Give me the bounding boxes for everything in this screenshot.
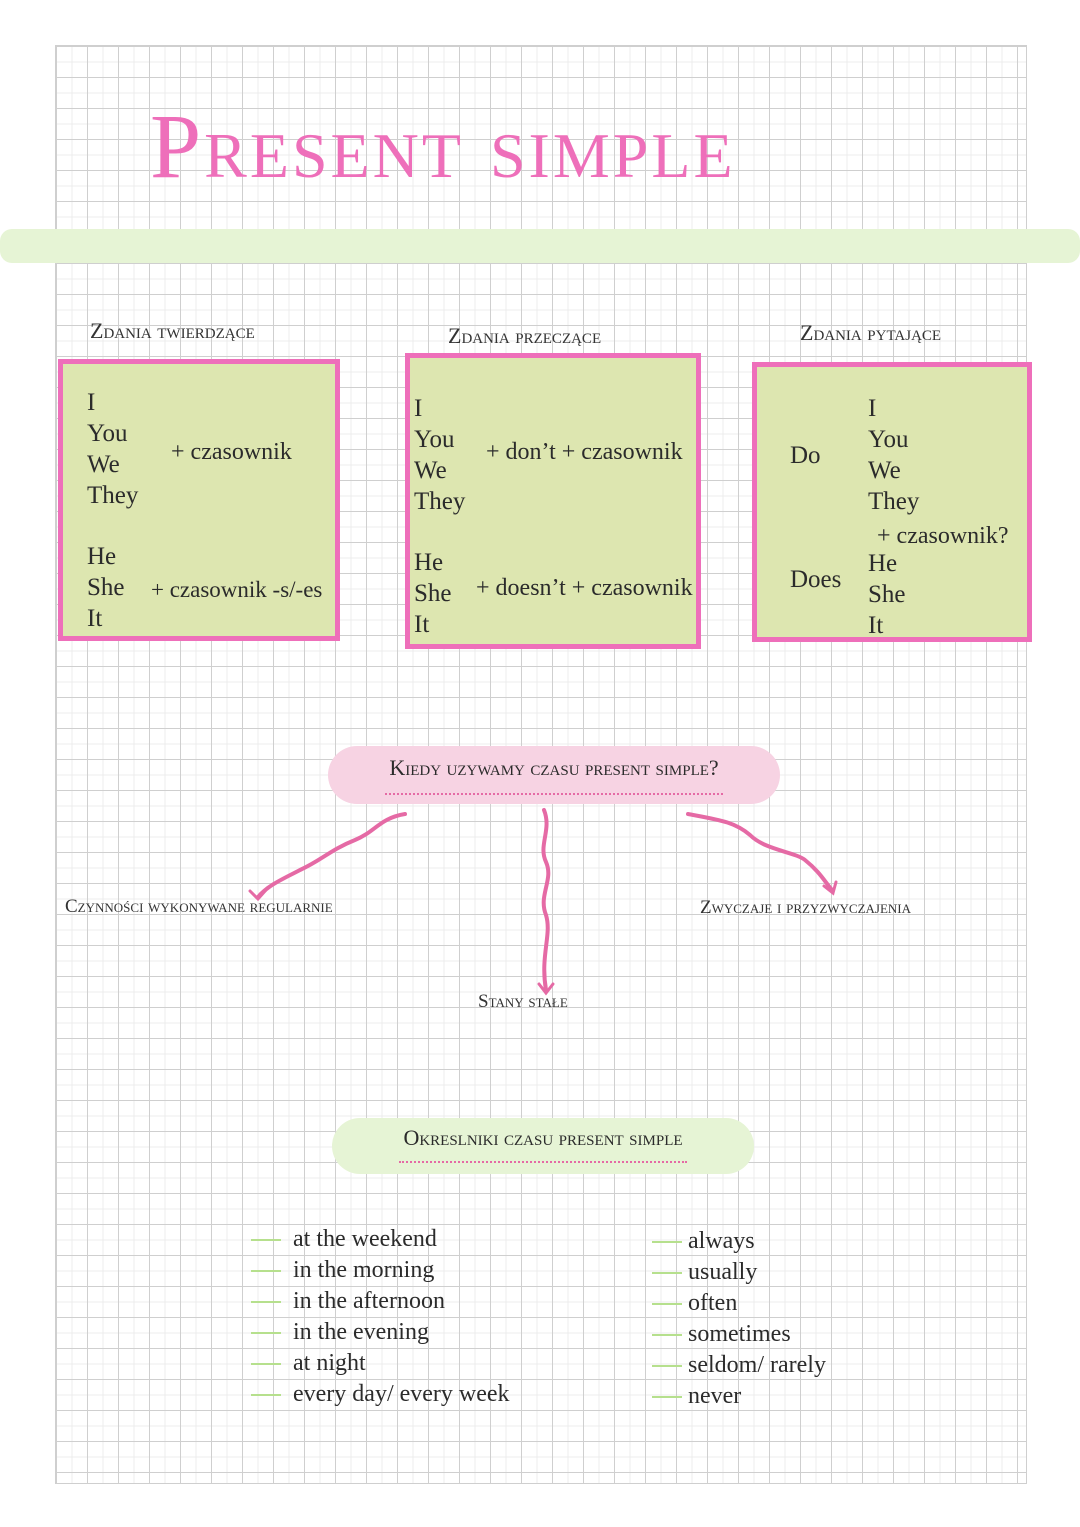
bullet-dash: [251, 1238, 281, 1241]
pronoun: I: [414, 395, 423, 422]
pronoun: It: [87, 605, 103, 632]
list-item: in the morning: [251, 1255, 510, 1286]
bullet-dash: [251, 1300, 281, 1303]
list-item: at night: [251, 1348, 510, 1379]
pronoun: They: [87, 482, 139, 509]
pronoun: You: [414, 426, 455, 453]
markers-heading: Okreslniki czasu present simple: [399, 1118, 687, 1163]
rule-text: + czasownik: [171, 439, 292, 465]
bullet-dash: [652, 1395, 682, 1398]
pronoun: It: [414, 611, 430, 638]
pronoun: You: [868, 426, 909, 453]
usage-item-regular-actions: Czynności wykonywane regularnie: [65, 896, 333, 917]
pronoun: She: [87, 574, 125, 601]
list-item: sometimes: [652, 1319, 826, 1350]
pronoun: He: [868, 550, 898, 577]
frequency-adverbs-list: always usually often sometimes seldom/ r…: [652, 1226, 826, 1412]
bullet-dash: [652, 1364, 682, 1367]
list-item: often: [652, 1288, 826, 1319]
bullet-dash: [652, 1271, 682, 1274]
bullet-dash: [251, 1393, 281, 1396]
affirmative-heading: Zdania twierdzące: [90, 318, 255, 343]
usage-pill: Kiedy uzywamy czasu present simple?: [328, 746, 780, 804]
rule-text: + don’t + czasownik: [486, 439, 683, 465]
pronoun: She: [868, 581, 906, 608]
list-item: usually: [652, 1257, 826, 1288]
pronoun: We: [414, 457, 447, 484]
pronoun: She: [414, 580, 452, 607]
auxiliary-does: Does: [790, 566, 842, 593]
questions-box: Do Does I You We They + czasownik? He Sh…: [752, 362, 1032, 642]
pronoun: I: [868, 395, 877, 422]
list-item: always: [652, 1226, 826, 1257]
title-highlight: [0, 229, 1080, 263]
pronoun: It: [868, 612, 884, 639]
bullet-dash: [251, 1362, 281, 1365]
usage-item-habits: Zwyczaje i przyzwyczajenia: [700, 897, 912, 918]
list-item: at the weekend: [251, 1224, 510, 1255]
time-phrases-list: at the weekend in the morning in the aft…: [251, 1224, 510, 1410]
bullet-dash: [251, 1269, 281, 1272]
pronoun: I: [87, 389, 96, 416]
pronoun: We: [868, 457, 901, 484]
rule-text: + czasownik?: [877, 523, 1009, 549]
affirmative-box: I You We They + czasownik He She It + cz…: [58, 359, 340, 641]
pronoun: He: [414, 549, 444, 576]
bullet-dash: [251, 1331, 281, 1334]
bullet-dash: [652, 1333, 682, 1336]
pronoun: They: [868, 488, 920, 515]
bullet-dash: [652, 1240, 682, 1243]
usage-heading: Kiedy uzywamy czasu present simple?: [385, 746, 723, 795]
negative-box: I You We They + don’t + czasownik He She…: [405, 353, 701, 649]
list-item: seldom/ rarely: [652, 1350, 826, 1381]
list-item: never: [652, 1381, 826, 1412]
rule-text: + doesn’t + czasownik: [476, 575, 693, 601]
pronoun: He: [87, 543, 117, 570]
auxiliary-do: Do: [790, 442, 821, 469]
bullet-dash: [652, 1302, 682, 1305]
pronoun: You: [87, 420, 128, 447]
pronoun: They: [414, 488, 466, 515]
negative-heading: Zdania przeczące: [448, 323, 602, 348]
page-title: Present simple: [150, 95, 736, 197]
list-item: every day/ every week: [251, 1379, 510, 1410]
questions-heading: Zdania pytające: [800, 320, 942, 345]
list-item: in the evening: [251, 1317, 510, 1348]
rule-text: + czasownik -s/-es: [151, 577, 323, 602]
usage-item-permanent-states: Stany stałe: [478, 991, 568, 1012]
pronoun: We: [87, 451, 120, 478]
markers-pill: Okreslniki czasu present simple: [332, 1118, 754, 1174]
list-item: in the afternoon: [251, 1286, 510, 1317]
